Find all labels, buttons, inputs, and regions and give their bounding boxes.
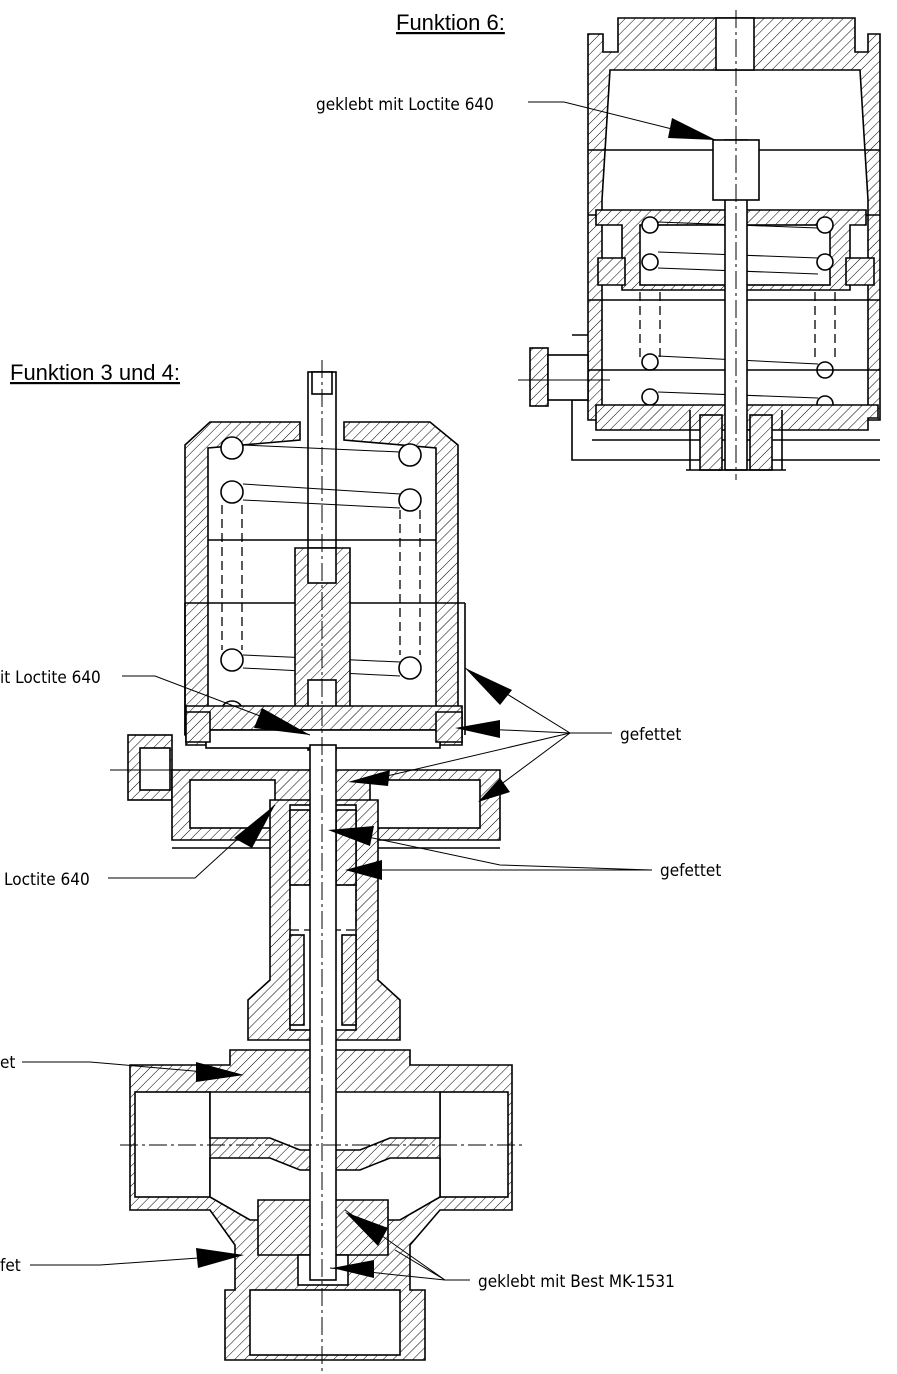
f6-packing-left [699, 414, 723, 471]
f6-stem-bottom [686, 410, 786, 471]
main-coil [220, 648, 244, 672]
loctite-lower-left-label: Loctite 640 [4, 870, 90, 890]
f6-packing-right [749, 414, 773, 471]
main-coil [398, 488, 422, 512]
main-seal-right [435, 711, 463, 743]
main-housing-shell-right [343, 421, 459, 736]
funktion34-heading: Funktion 3 und 4: [10, 360, 180, 385]
f6-coil [641, 388, 659, 406]
loctite-upper-left-leader [122, 675, 311, 736]
main-guide-right [341, 934, 357, 1026]
partial-leader-2 [30, 1254, 241, 1266]
f6-side-port [529, 347, 549, 407]
main-coil [220, 480, 244, 504]
gefettet-1-arrow-c [348, 770, 390, 786]
gefettet-1-arrow-a [465, 668, 512, 705]
partial-label-2: fet [0, 1256, 21, 1276]
f6-seal-left [597, 257, 626, 286]
best-label: geklebt mit Best MK-1531 [478, 1272, 675, 1292]
gefettet-2-arrow-b [328, 826, 374, 846]
f6-coil [816, 216, 834, 234]
funktion6-view: Funktion 6: [316, 10, 881, 480]
f6-spring-hidden [639, 292, 836, 360]
partial-leader-1 [22, 1061, 241, 1076]
gefettet-1-arrow-b [455, 720, 500, 738]
gefettet-2-leader [334, 829, 653, 871]
f6-coil [641, 253, 659, 271]
gefettet-2-label: gefettet [660, 861, 721, 881]
f6-seal-right [845, 257, 875, 286]
partial-arrow-2 [196, 1248, 244, 1268]
partial-label-1: et [0, 1053, 15, 1073]
gefettet-1-label: gefettet [620, 725, 681, 745]
gefettet-1-arrow-d [478, 778, 510, 802]
funktion6-heading: Funktion 6: [396, 10, 505, 35]
loctite-upper-left-arrow [254, 708, 310, 735]
main-coil [398, 656, 422, 680]
loctite-lower-left-arrow [234, 805, 275, 848]
main-seal-left [185, 711, 211, 743]
f6-coil [816, 253, 834, 271]
main-side-port-plug [139, 747, 171, 791]
f6-loctite-arrow [668, 118, 716, 140]
f6-coil [641, 353, 659, 371]
main-outlet-bore [249, 1289, 401, 1356]
main-packing-left [289, 809, 311, 886]
main-coil [220, 436, 244, 460]
gefettet-1-leader [369, 667, 612, 801]
funktion34-view: Funktion 3 und 4: [0, 360, 721, 1374]
best-arrow-b [332, 1260, 374, 1278]
f6-loctite-label: geklebt mit Loctite 640 [316, 95, 494, 115]
f6-coil [641, 216, 659, 234]
main-packing-right [335, 809, 357, 886]
loctite-upper-left-label: it Loctite 640 [0, 668, 101, 688]
partial-arrow-1 [196, 1062, 244, 1082]
f6-side-port-plug [547, 354, 589, 401]
main-spring-hidden [221, 505, 421, 655]
f6-cap [715, 17, 755, 71]
gefettet-2-arrow-a [345, 860, 382, 880]
f6-loctite-leader [528, 101, 717, 141]
main-coil [398, 443, 422, 467]
main-lower-cavity-right [369, 779, 481, 829]
best-arrow-a [345, 1212, 388, 1246]
main-stem [309, 744, 337, 1281]
main-guide-left [289, 934, 305, 1026]
